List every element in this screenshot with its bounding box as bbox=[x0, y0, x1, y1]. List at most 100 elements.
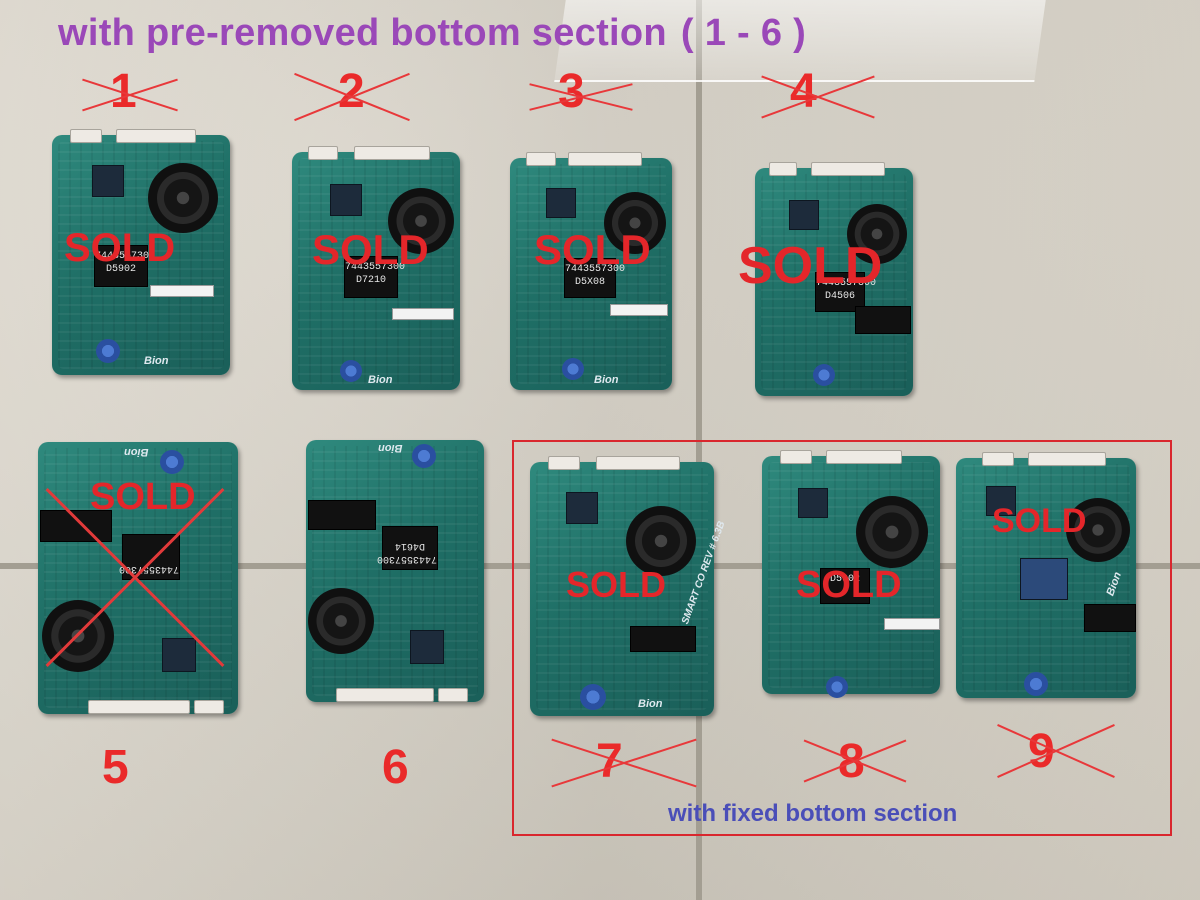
connector-ribbon bbox=[116, 129, 196, 143]
buzzer bbox=[1066, 498, 1130, 562]
board-number-6: 6 bbox=[382, 741, 409, 794]
sold-stamp-7: SOLD bbox=[566, 564, 667, 605]
heatsink bbox=[308, 500, 376, 530]
board-marking: D4614 bbox=[395, 540, 426, 551]
part-number: 7443557300 bbox=[95, 251, 156, 262]
sold-stamp-2: SOLD bbox=[312, 226, 429, 273]
capacitor bbox=[1024, 672, 1048, 696]
buzzer bbox=[626, 506, 696, 576]
board-marking: D4506 bbox=[824, 291, 855, 302]
headline-range: ( 1 - 6 ) bbox=[680, 12, 807, 54]
chip bbox=[410, 630, 444, 664]
heatsink bbox=[1084, 604, 1136, 632]
part-number: 7443557300 bbox=[565, 264, 626, 275]
connector-ribbon bbox=[1028, 452, 1106, 466]
fixed-bottom-frame bbox=[512, 440, 1172, 836]
sold-stamp-5: SOLD bbox=[90, 476, 196, 518]
headline-text: with pre-removed bottom section bbox=[58, 12, 667, 54]
connector-small bbox=[438, 688, 468, 702]
brand-mark: Bion bbox=[144, 355, 169, 367]
serial-label bbox=[884, 618, 940, 630]
connector-small bbox=[982, 452, 1014, 466]
fixed-bottom-caption: with fixed bottom section bbox=[668, 800, 958, 827]
connector-small bbox=[769, 162, 797, 176]
inductor bbox=[1020, 558, 1068, 600]
heatsink bbox=[630, 626, 696, 652]
chip bbox=[566, 492, 598, 524]
capacitor bbox=[340, 360, 362, 382]
chip bbox=[789, 200, 819, 230]
capacitor bbox=[96, 339, 120, 363]
buzzer bbox=[856, 496, 928, 568]
chip bbox=[546, 188, 576, 218]
connector-small bbox=[526, 152, 556, 166]
capacitor bbox=[160, 450, 184, 474]
grout-line-vertical bbox=[696, 0, 702, 900]
part-number: 7443557300 bbox=[816, 278, 877, 289]
sold-stamp-1: SOLD bbox=[64, 226, 176, 270]
sold-stamp-3: SOLD bbox=[534, 226, 651, 273]
circuit-board-6: Bion 7443557300 D4614 bbox=[306, 440, 484, 702]
chip bbox=[162, 638, 196, 672]
connector-small bbox=[780, 450, 812, 464]
chip bbox=[92, 165, 124, 197]
board-marking: D5X08 bbox=[574, 277, 605, 288]
brand-mark: Bion bbox=[124, 446, 149, 458]
brand-mark: Bion bbox=[638, 698, 663, 710]
chip bbox=[798, 488, 828, 518]
circuit-board-8: D5902 bbox=[762, 450, 940, 698]
connector-ribbon bbox=[811, 162, 885, 176]
serial-label bbox=[610, 304, 668, 316]
buzzer bbox=[604, 192, 666, 254]
capacitor bbox=[412, 444, 436, 468]
sold-stamp-8: SOLD bbox=[796, 564, 902, 606]
connector-small bbox=[308, 146, 338, 160]
buzzer bbox=[388, 188, 454, 254]
connector-ribbon bbox=[596, 456, 680, 470]
heatsink bbox=[855, 306, 911, 334]
sold-stamp-4: SOLD bbox=[738, 237, 883, 295]
part-number: 7443557300 bbox=[376, 553, 437, 564]
connector-small bbox=[194, 700, 224, 714]
capacitor bbox=[813, 364, 835, 386]
connector-ribbon bbox=[568, 152, 642, 166]
brand-mark: Bion bbox=[594, 374, 619, 386]
connector-ribbon bbox=[354, 146, 430, 160]
buzzer bbox=[148, 163, 218, 233]
sold-stamp-9: SOLD bbox=[992, 502, 1087, 540]
circuit-board-7: Bion SMART CO REV # 6.3B bbox=[530, 456, 728, 716]
chip bbox=[986, 486, 1016, 516]
board-number-5: 5 bbox=[102, 741, 129, 794]
heatsink bbox=[40, 510, 112, 542]
transformer: D5902 bbox=[820, 568, 870, 604]
capacitor bbox=[562, 358, 584, 380]
transformer: 7443557300 D4614 bbox=[377, 526, 438, 570]
buzzer bbox=[308, 588, 374, 654]
connector-ribbon bbox=[88, 700, 190, 714]
connector-ribbon bbox=[826, 450, 902, 464]
connector-small bbox=[548, 456, 580, 470]
serial-label bbox=[392, 308, 454, 320]
capacitor bbox=[580, 684, 606, 710]
brand-mark: Bion bbox=[368, 374, 393, 386]
brand-mark: Bion bbox=[378, 442, 403, 454]
buzzer bbox=[847, 204, 907, 264]
connector-small bbox=[70, 129, 102, 143]
circuit-board-9: Bion bbox=[956, 452, 1136, 698]
headline: with pre-removed bottom section ( 1 - 6 ) bbox=[58, 12, 806, 55]
connector-ribbon bbox=[336, 688, 434, 702]
board-marking: D7210 bbox=[355, 275, 386, 286]
board-marking: D5902 bbox=[105, 264, 136, 275]
part-number: 7443557300 bbox=[345, 262, 406, 273]
chip bbox=[330, 184, 362, 216]
board-marking: D5902 bbox=[829, 574, 860, 585]
